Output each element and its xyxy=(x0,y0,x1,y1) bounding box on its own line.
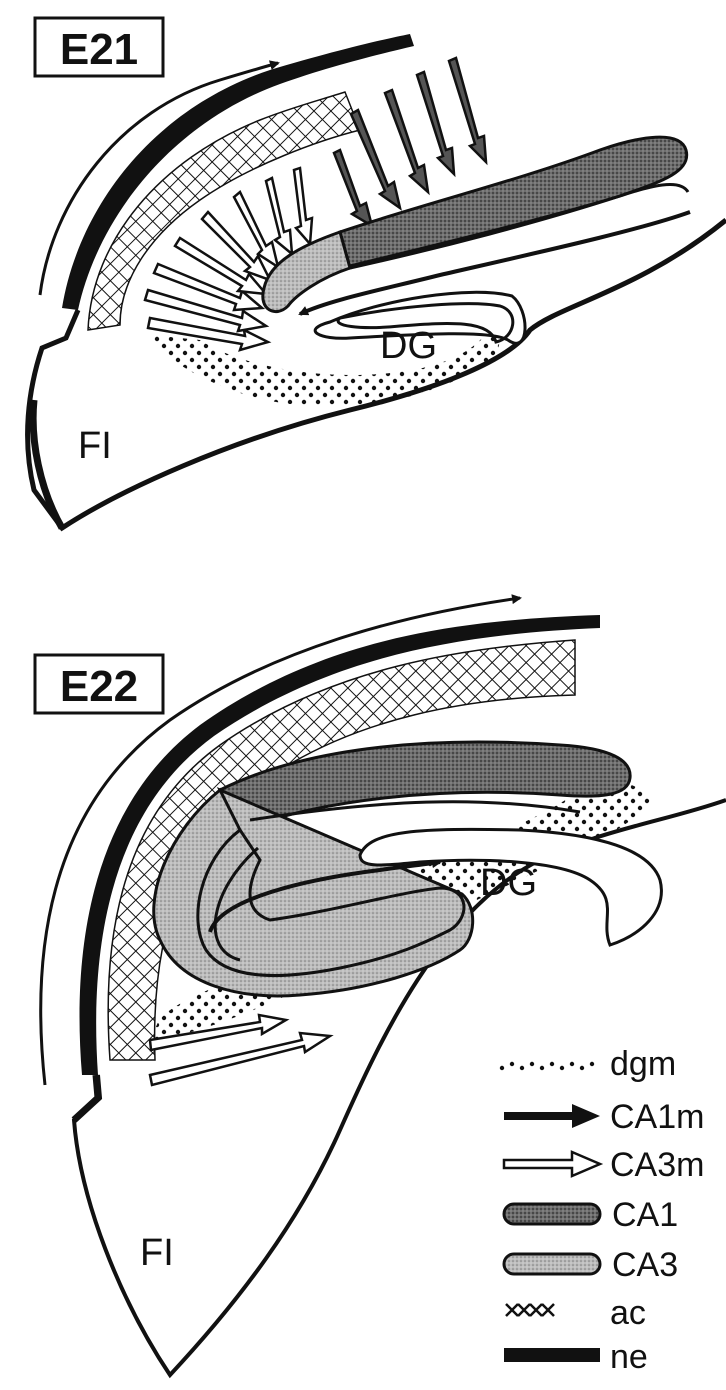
dg-label-e22: DG xyxy=(480,862,537,904)
panel-title-e21: E21 xyxy=(35,18,163,76)
dgm-dots-e21 xyxy=(150,328,499,406)
legend-item-ca1: CA1 xyxy=(504,1196,678,1234)
svg-text:ac: ac xyxy=(610,1294,646,1332)
svg-text:E22: E22 xyxy=(60,662,138,711)
svg-text:CA1: CA1 xyxy=(612,1196,678,1234)
legend-item-ca3m: CA3m xyxy=(504,1146,704,1184)
dg-label-e21: DG xyxy=(380,325,437,367)
fi-label-e21: FI xyxy=(78,425,112,467)
svg-text:dgm: dgm xyxy=(610,1045,676,1083)
svg-text:E21: E21 xyxy=(60,25,138,74)
legend-item-ne: ne xyxy=(504,1338,648,1376)
legend-item-ac: ac xyxy=(506,1294,646,1332)
legend: dgm CA1m CA3m CA1 CA3 ac ne xyxy=(500,1045,705,1376)
panel-e21: E21 xyxy=(28,18,726,528)
ca3-capsule-e22 xyxy=(154,790,473,996)
legend-item-ca3: CA3 xyxy=(504,1246,678,1284)
svg-text:CA3m: CA3m xyxy=(610,1146,704,1184)
legend-item-ca1m: CA1m xyxy=(504,1098,704,1136)
svg-text:ne: ne xyxy=(610,1338,648,1376)
outline-thick-e22 xyxy=(74,1075,98,1120)
panel-title-e22: E22 xyxy=(35,655,163,713)
svg-text:CA3: CA3 xyxy=(612,1246,678,1284)
legend-item-dgm: dgm xyxy=(500,1045,676,1083)
fi-label-e22: FI xyxy=(140,1232,174,1274)
svg-text:CA1m: CA1m xyxy=(610,1098,704,1136)
